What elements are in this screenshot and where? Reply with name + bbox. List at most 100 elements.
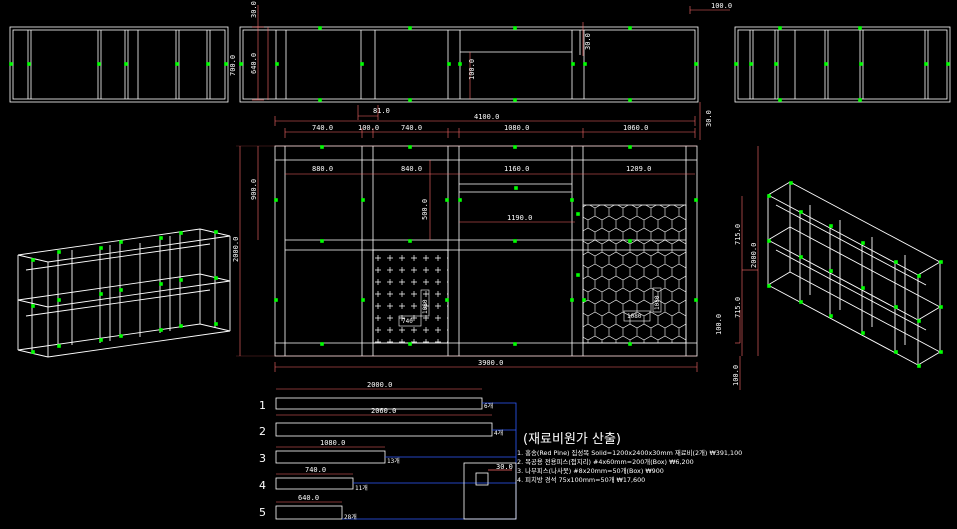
dim-30-mid: 30.0 (584, 33, 592, 50)
panel-pattern-plus (373, 250, 448, 343)
joint-marker (628, 145, 632, 149)
dim-30-top: 30.0 (250, 1, 258, 18)
dim-900: 900.0 (250, 179, 258, 200)
joint-marker (514, 186, 518, 190)
joint-marker (275, 62, 279, 66)
joint-marker (447, 62, 451, 66)
joint-marker (799, 300, 803, 304)
joint-marker (924, 62, 928, 66)
dim-715a: 715.0 (734, 224, 742, 245)
panel-pattern-hex (583, 205, 686, 343)
joint-marker (694, 62, 698, 66)
joint-marker (206, 62, 210, 66)
joint-marker (274, 198, 278, 202)
joint-marker (318, 98, 322, 102)
joint-marker (214, 276, 218, 280)
dim-1209: 1209.0 (626, 165, 651, 173)
joint-marker (513, 98, 517, 102)
joint-marker (214, 230, 218, 234)
section-dim-30: 30.0 (496, 463, 513, 471)
joint-marker (27, 62, 31, 66)
joint-marker (513, 26, 517, 30)
cutlist-leaders (342, 402, 517, 520)
joint-marker (513, 239, 517, 243)
joint-markers (9, 26, 950, 368)
cutlist-num-2: 2 (259, 425, 266, 438)
joint-marker (571, 62, 575, 66)
cutlist-count-3: 13개 (387, 457, 400, 465)
cutlist-text: 1 2 3 4 5 2000.0 2060.0 1080.0 740.0 640… (259, 381, 513, 521)
dim-100: 100.0 (358, 124, 379, 132)
joint-marker (361, 198, 365, 202)
dim-1190: 1190.0 (507, 214, 532, 222)
joint-marker (179, 324, 183, 328)
joint-marker (159, 282, 163, 286)
joint-marker (458, 62, 462, 66)
joint-marker (320, 145, 324, 149)
cutlist-count-2: 4개 (494, 429, 503, 437)
joint-marker (767, 194, 771, 198)
cutlist-length-3: 1080.0 (320, 439, 345, 447)
isometric-view-right (767, 181, 941, 366)
joint-marker (767, 239, 771, 243)
joint-marker (119, 334, 123, 338)
cutlist-num-5: 5 (259, 506, 266, 519)
joint-marker (749, 62, 753, 66)
joint-marker (31, 258, 35, 262)
dim-740b: 740.0 (401, 124, 422, 132)
dim-700: 700.0 (229, 55, 237, 76)
top-view-left (9, 26, 229, 103)
joint-marker (582, 298, 586, 302)
joint-marker (408, 342, 412, 346)
joint-marker (224, 62, 228, 66)
joint-marker (858, 26, 862, 30)
cutlist-num-3: 3 (259, 452, 266, 465)
joint-marker (360, 62, 364, 66)
tag-1080v2: 1080 (654, 295, 661, 310)
bom-line-2: 2. 목공용 전용피스(접지리) #4x60mm=200개(Box) ₩6,20… (517, 457, 694, 466)
joint-marker (320, 342, 324, 346)
dim-840: 840.0 (401, 165, 422, 173)
joint-marker (274, 298, 278, 302)
joint-marker (576, 212, 580, 216)
bom-line-1: 1. 홍송(Red Pine) 집성목 Solid=1200x2400x30mm… (517, 448, 742, 457)
joint-marker (214, 322, 218, 326)
dim-880: 880.0 (312, 165, 333, 173)
joint-marker (57, 298, 61, 302)
cutlist-length-2: 2060.0 (371, 407, 396, 415)
tag-box-1080v2 (652, 287, 662, 313)
dim-500: 500.0 (421, 199, 429, 220)
joint-marker (179, 231, 183, 235)
cutlist-num-1: 1 (259, 399, 266, 412)
dim-3900: 3900.0 (478, 359, 503, 367)
joint-marker (99, 246, 103, 250)
joint-marker (859, 62, 863, 66)
joint-marker (583, 62, 587, 66)
joint-marker (861, 241, 865, 245)
joint-marker (31, 304, 35, 308)
tag-740: 740 (402, 318, 413, 325)
joint-marker (939, 350, 943, 354)
joint-marker (99, 292, 103, 296)
joint-marker (778, 26, 782, 30)
joint-marker (31, 350, 35, 354)
cutlist-count-5: 28개 (344, 513, 357, 521)
joint-marker (917, 319, 921, 323)
joint-marker (778, 98, 782, 102)
joint-marker (694, 298, 698, 302)
joint-marker (320, 239, 324, 243)
joint-marker (824, 62, 828, 66)
front-view-dimension-text: 740.0 100.0 740.0 1080.0 1060.0 880.0 84… (232, 124, 758, 386)
bom-line-4: 4. 피치방 경석 75x100mm=50개 ₩17,600 (517, 475, 645, 484)
joint-marker (628, 239, 632, 243)
joint-marker (570, 298, 574, 302)
dim-1080a: 1080.0 (504, 124, 529, 132)
joint-marker (361, 298, 365, 302)
joint-marker (99, 338, 103, 342)
dim-100-right: 100.0 (715, 314, 723, 335)
bom-title: (재료비원가 산출) (523, 432, 621, 447)
cutlist-length-1: 2000.0 (367, 381, 392, 389)
joint-marker (861, 331, 865, 335)
dim-2000-left: 2000.0 (232, 237, 240, 262)
